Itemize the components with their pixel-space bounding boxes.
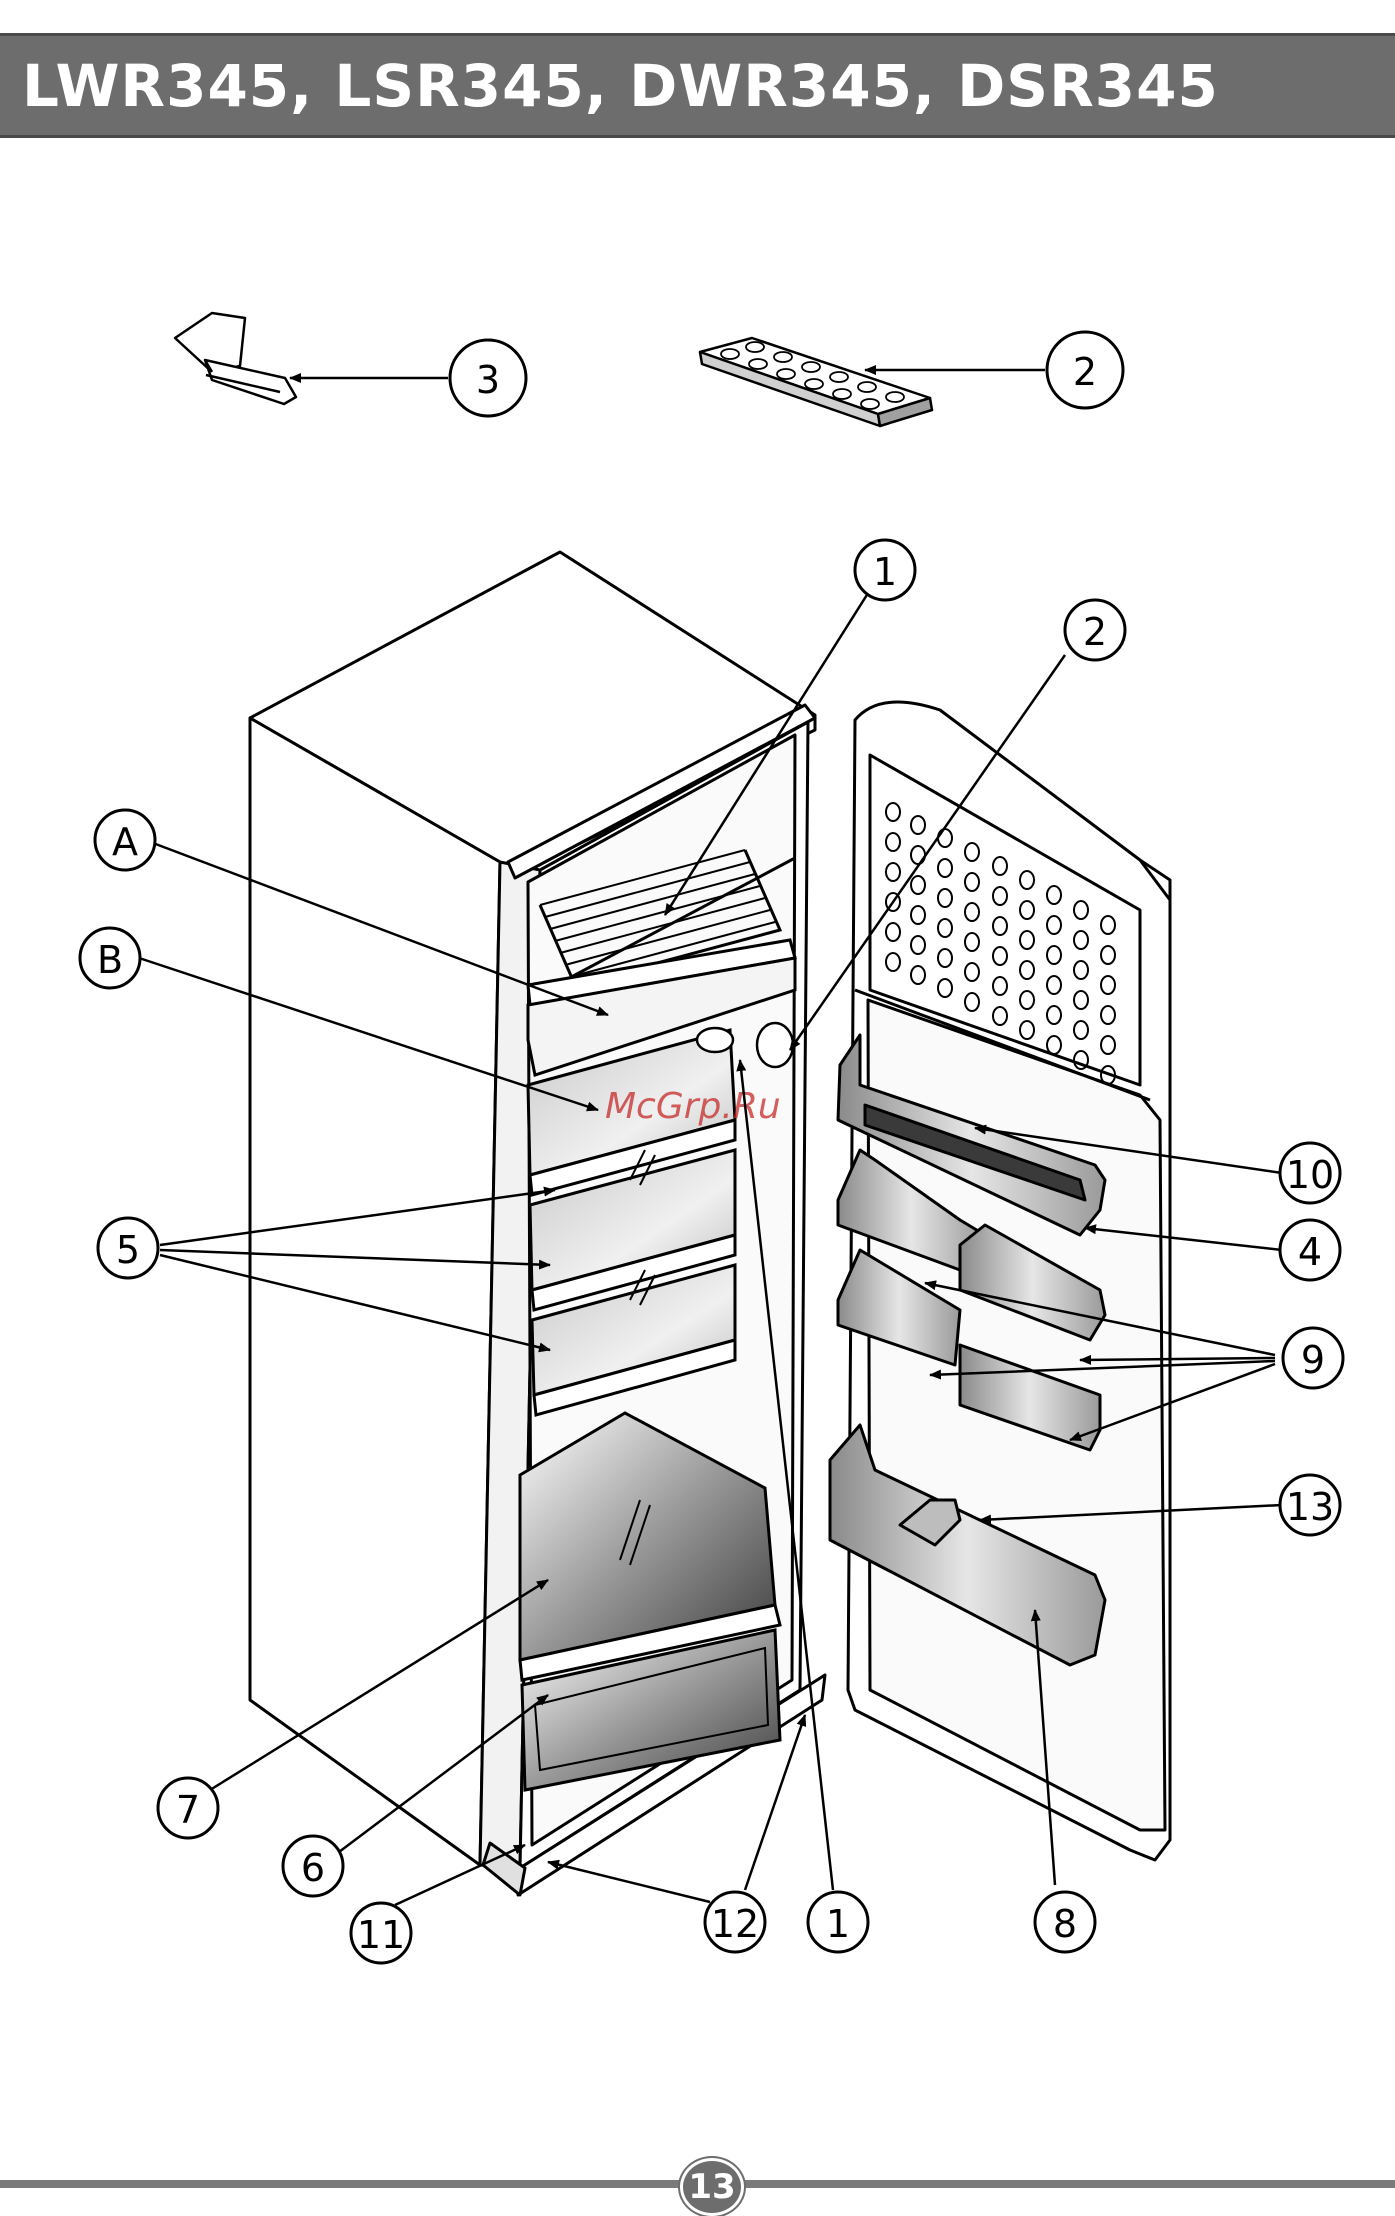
callout-2-ice-tray: 2 <box>1047 332 1123 408</box>
callout-11: 11 <box>351 1903 411 1963</box>
watermark: McGrp.Ru <box>605 1086 781 1127</box>
svg-text:A: A <box>112 820 138 864</box>
callout-1-light: 1 <box>808 1892 868 1952</box>
svg-text:8: 8 <box>1053 1902 1077 1946</box>
ice-tray-drawing <box>700 338 932 426</box>
svg-text:3: 3 <box>476 358 500 402</box>
svg-text:1: 1 <box>826 1902 850 1946</box>
svg-text:7: 7 <box>176 1788 200 1832</box>
page-number-badge: 13 <box>680 2158 744 2216</box>
svg-text:12: 12 <box>711 1902 759 1946</box>
callout-12: 12 <box>705 1892 765 1952</box>
svg-text:6: 6 <box>301 1846 325 1890</box>
svg-text:11: 11 <box>357 1913 405 1957</box>
page-number: 13 <box>688 2167 735 2207</box>
callout-1-freezer-shelf: 1 <box>855 540 915 600</box>
callout-10: 10 <box>1280 1143 1340 1203</box>
svg-text:10: 10 <box>1286 1153 1334 1197</box>
callout-9: 9 <box>1283 1328 1343 1388</box>
callout-4: 4 <box>1280 1220 1340 1280</box>
callout-6: 6 <box>283 1836 343 1896</box>
callout-a: A <box>95 810 155 870</box>
callout-7: 7 <box>158 1778 218 1838</box>
callout-8: 8 <box>1035 1892 1095 1952</box>
svg-text:2: 2 <box>1083 610 1107 654</box>
svg-text:2: 2 <box>1073 350 1097 394</box>
callout-5: 5 <box>98 1218 158 1278</box>
svg-text:5: 5 <box>116 1228 140 1272</box>
ice-scoop-drawing <box>175 313 296 404</box>
svg-text:B: B <box>97 938 123 982</box>
svg-text:4: 4 <box>1298 1230 1322 1274</box>
svg-text:1: 1 <box>873 550 897 594</box>
callout-2-tray-holder: 2 <box>1065 600 1125 660</box>
callout-13: 13 <box>1280 1475 1340 1535</box>
callout-b: B <box>80 928 140 988</box>
callout-3: 3 <box>450 340 526 416</box>
svg-text:9: 9 <box>1301 1338 1325 1382</box>
svg-text:13: 13 <box>1286 1485 1334 1529</box>
